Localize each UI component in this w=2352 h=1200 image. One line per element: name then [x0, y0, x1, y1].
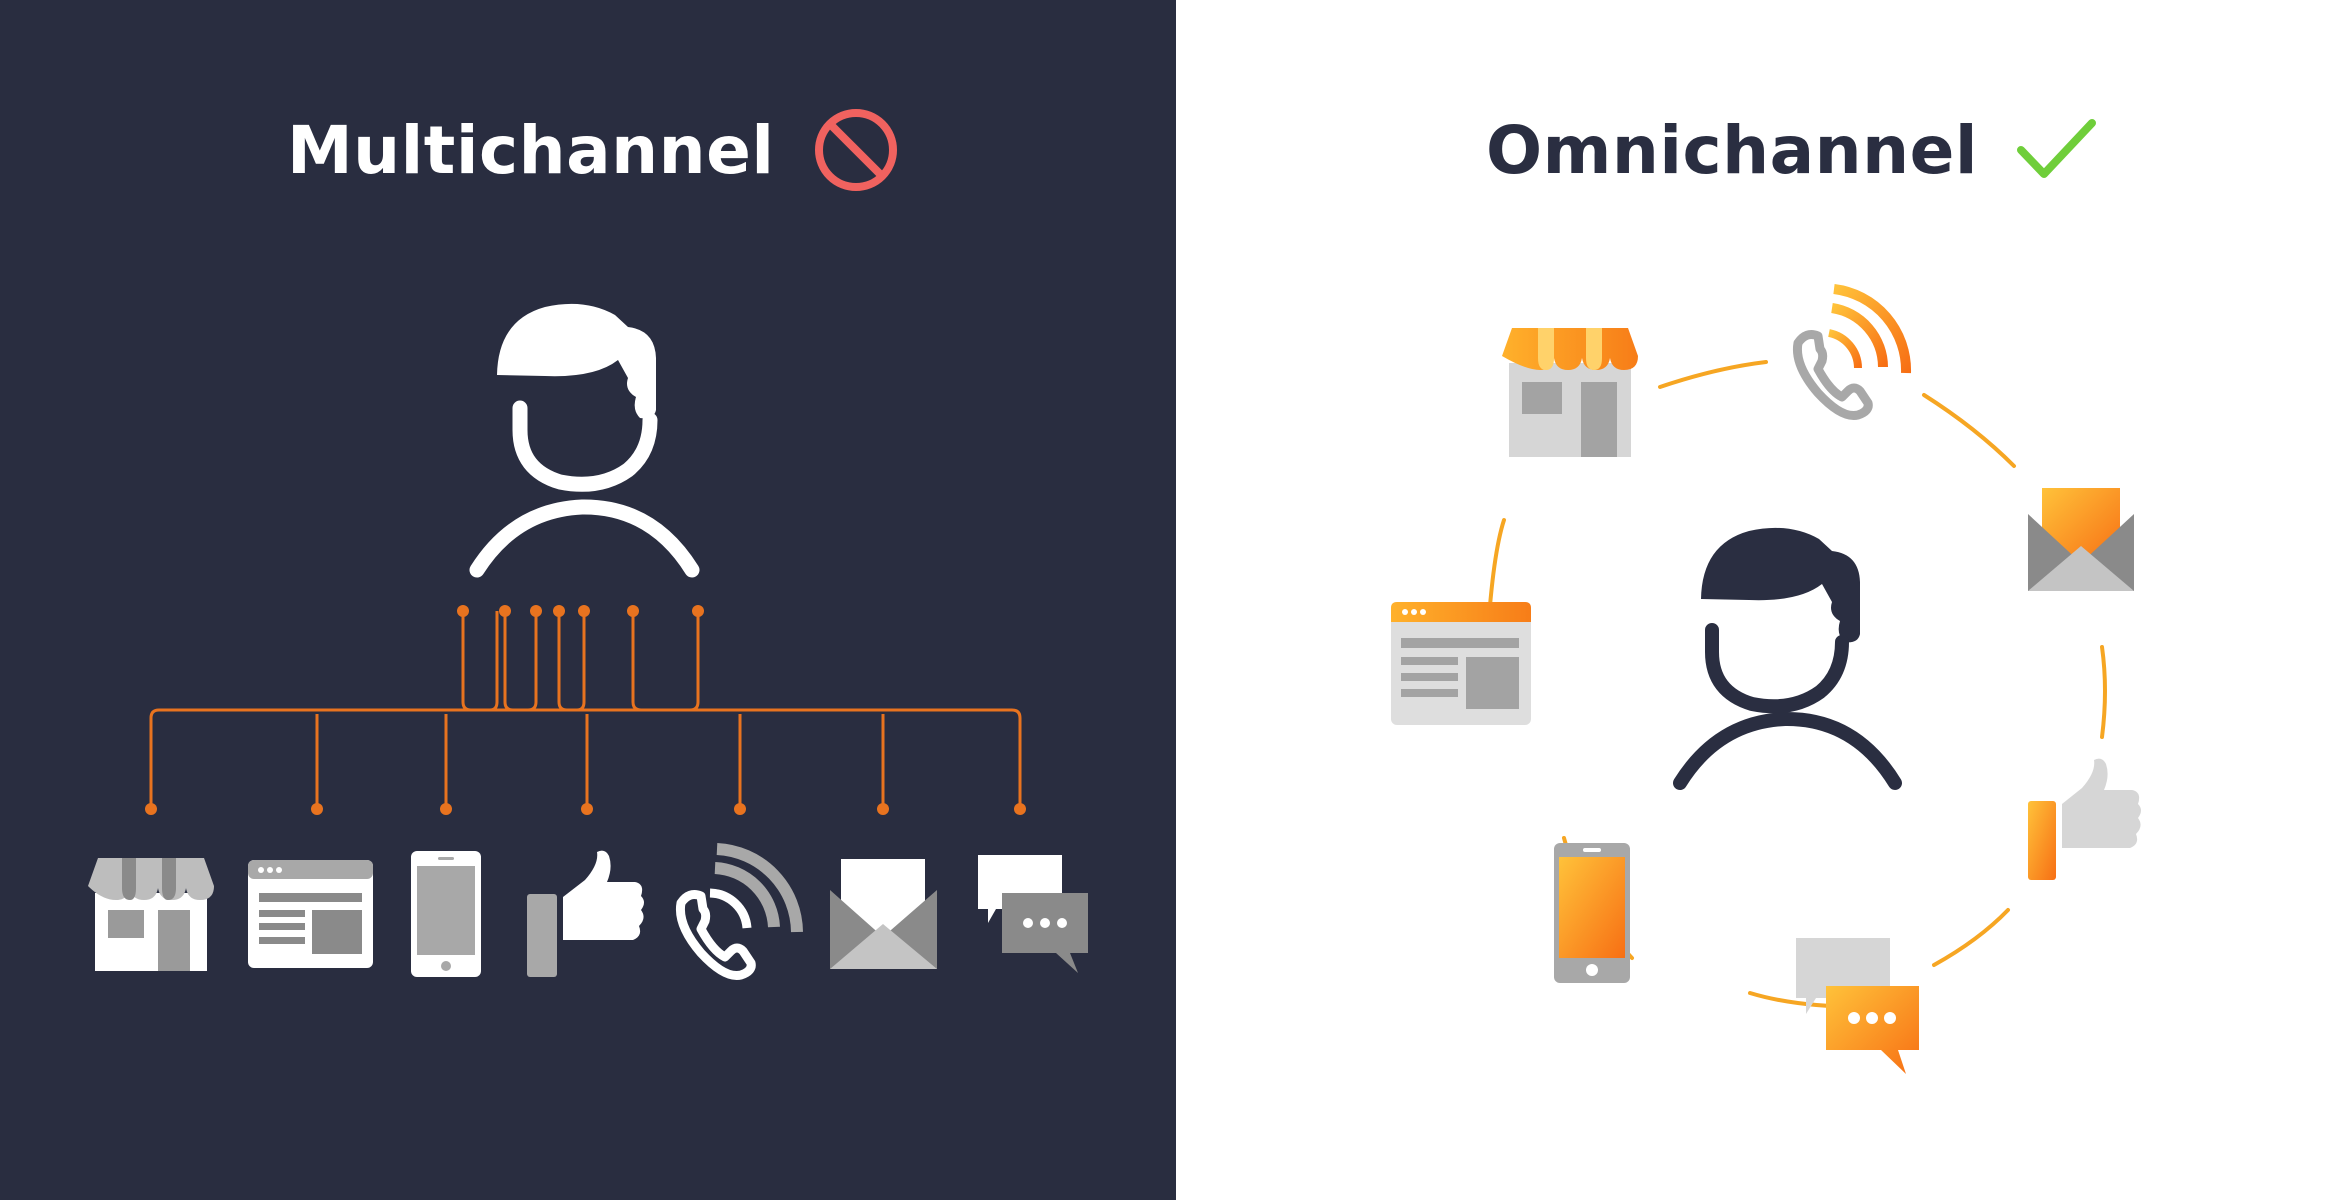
omnichannel-panel: Omnichannel	[1176, 0, 2352, 1200]
wiring-nodes	[145, 605, 1026, 815]
checkmark-icon	[2017, 119, 2096, 178]
chat-icon	[1796, 938, 1919, 1074]
multichannel-heading: Multichannel	[287, 105, 900, 195]
thumbs-up-icon	[2028, 758, 2141, 880]
email-icon	[830, 859, 937, 969]
thumbs-up-icon	[527, 850, 644, 977]
phone-call-icon	[1792, 284, 1912, 421]
store-icon	[88, 858, 214, 971]
mobile-phone-icon	[411, 851, 481, 977]
phone-call-icon	[675, 843, 803, 981]
omnichannel-heading: Omnichannel	[1486, 105, 2098, 195]
multichannel-diagram	[88, 303, 1088, 981]
channel-wiring	[149, 611, 1022, 808]
customer-icon	[1673, 527, 1902, 790]
omnichannel-diagram	[1391, 284, 2141, 1074]
web-page-icon	[1391, 602, 1531, 725]
chat-icon	[978, 855, 1088, 973]
email-icon	[2028, 488, 2134, 591]
mobile-phone-icon	[1554, 843, 1630, 983]
multichannel-title: Multichannel	[287, 111, 775, 189]
omnichannel-title: Omnichannel	[1486, 111, 1978, 189]
customer-icon	[469, 303, 700, 578]
web-page-icon	[248, 860, 373, 968]
multichannel-panel: Multichannel	[0, 0, 1176, 1200]
no-entry-icon	[815, 109, 898, 191]
store-icon	[1502, 328, 1638, 457]
